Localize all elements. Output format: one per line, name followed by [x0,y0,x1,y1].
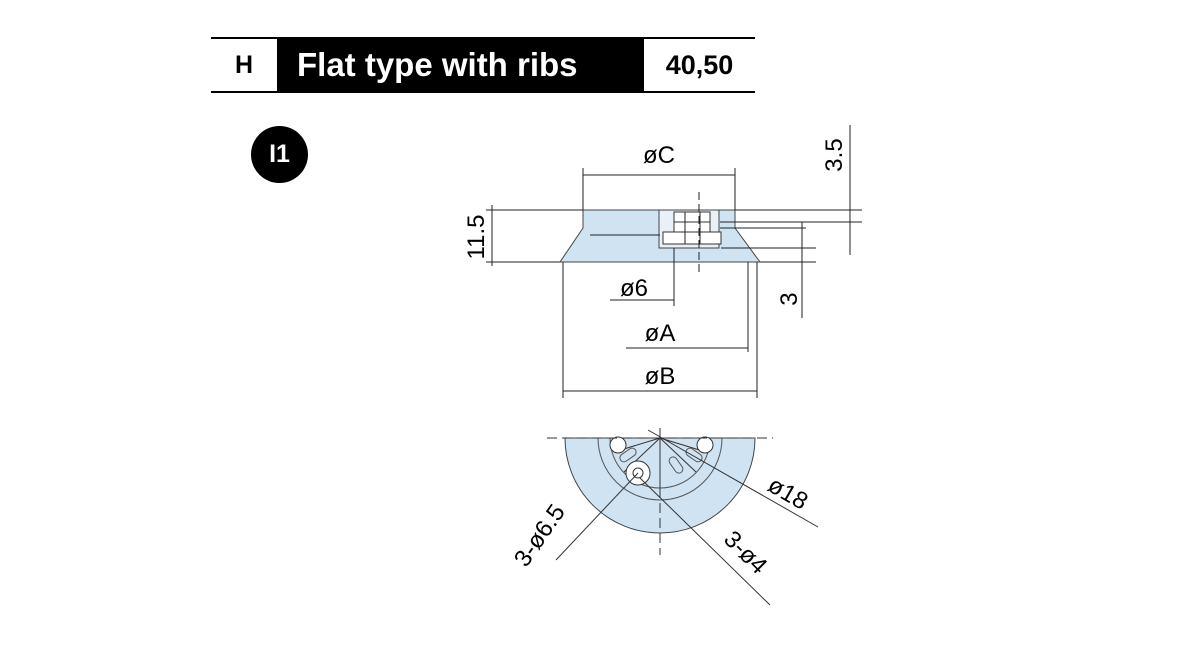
fitting [673,211,711,223]
type-name: Flat type with ribs [277,39,644,91]
dim-overall-height: 11.5 [463,215,490,260]
dim-top-thickness: 3.5 [821,138,848,171]
variant-badge: I1 [251,126,308,183]
dim-phi-c: øC [643,142,675,169]
dim-phi-a: øA [645,320,676,347]
size-list: 40,50 [665,49,734,80]
dim-phi-18: ø18 [763,471,812,515]
dim-holes-tiny: 3-ø4 [718,526,772,580]
dim-phi-b: øB [645,363,676,390]
dim-holes-small: 3-ø6.5 [509,500,571,572]
dim-lip-height: 3 [776,292,803,305]
dim-phi-6: ø6 [620,275,648,302]
type-code: H [234,50,254,79]
side-view [486,125,862,398]
title-bar: H Flat type with ribs 40,50 [211,37,755,93]
top-view [547,428,819,606]
